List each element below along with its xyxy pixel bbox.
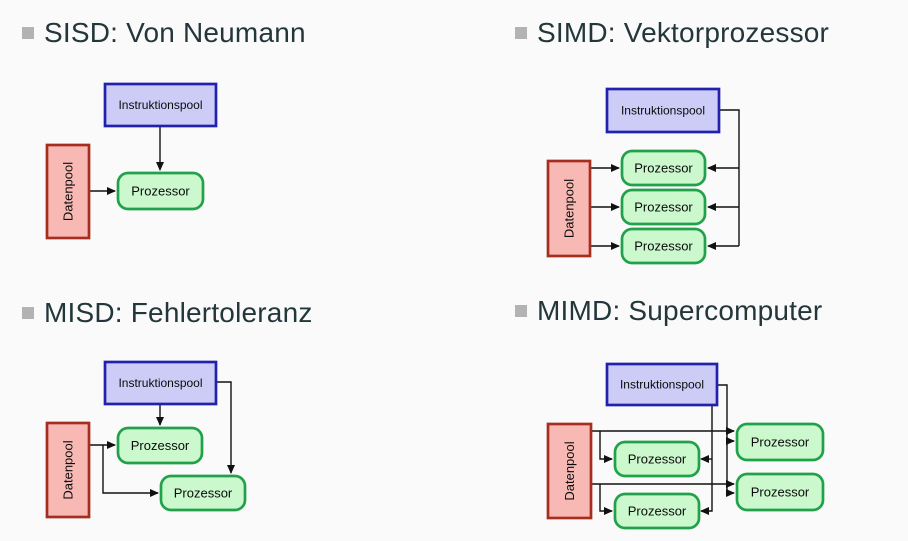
- instruction-pool-label: Instruktionspool: [620, 378, 704, 392]
- processor-box-3: [620, 227, 707, 265]
- data-pool-box: [45, 143, 91, 240]
- arrow-data-to-left-processor-1: [599, 431, 613, 463]
- arrow-instruction-to-right-processor-2: [717, 384, 735, 497]
- diagram-simd: Instruktionspool Datenpool Prozessor Pro…: [546, 87, 740, 265]
- heading-sisd: SISD: Von Neumann: [22, 16, 306, 49]
- processor-label: Prozessor: [751, 435, 810, 450]
- processor-box-2: [159, 474, 247, 512]
- processor-box-1: [116, 426, 204, 465]
- diagram-misd: Instruktionspool Datenpool Prozessor Pro…: [45, 360, 247, 519]
- data-pool-box: [546, 159, 592, 258]
- processor-label: Prozessor: [751, 485, 810, 500]
- data-pool-label: Datenpool: [562, 441, 577, 500]
- bullet-square-icon: [22, 307, 34, 319]
- arrow-data-to-left-processor-2: [599, 484, 613, 515]
- heading-mimd: MIMD: Supercomputer: [515, 294, 822, 327]
- data-pool-label: Datenpool: [61, 162, 76, 221]
- panel-sisd: SISD: Von Neumann Instruktionspool Daten…: [0, 0, 454, 270]
- instruction-pool-box: [605, 362, 719, 407]
- instruction-pool-label: Instruktionspool: [118, 98, 202, 112]
- processor-box-1: [620, 149, 707, 187]
- processor-label: Prozessor: [628, 452, 687, 467]
- processor-box-2: [620, 188, 707, 226]
- heading-misd: MISD: Fehlertoleranz: [22, 296, 313, 329]
- arrow-instruction-to-left-processor-2: [700, 405, 713, 515]
- instruction-pool-label: Instruktionspool: [118, 376, 202, 390]
- processor-box-right-2: [735, 472, 825, 512]
- diagram-mimd: Instruktionspool Datenpool Prozessor Pro…: [546, 362, 825, 530]
- bullet-square-icon: [515, 305, 527, 317]
- data-pool-label: Datenpool: [61, 440, 76, 499]
- processor-box-left-1: [613, 440, 701, 478]
- panel-simd: SIMD: Vektorprozessor Instruktionspool D…: [454, 0, 908, 270]
- instruction-pool-box: [605, 87, 721, 134]
- data-pool-box: [45, 421, 91, 519]
- bullet-square-icon: [515, 27, 527, 39]
- arrow-instruction-to-processor-2: [216, 381, 235, 474]
- processor-label: Prozessor: [131, 184, 190, 199]
- processor-box-left-2: [613, 492, 701, 530]
- panel-title-mimd: MIMD: Supercomputer: [537, 295, 823, 326]
- panel-title-misd: MISD: Fehlertoleranz: [44, 297, 313, 328]
- processor-label: Prozessor: [634, 239, 693, 254]
- processor-label: Prozessor: [634, 200, 693, 215]
- instruction-pool-label: Instruktionspool: [621, 104, 705, 118]
- panel-mimd: MIMD: Supercomputer Instruktionspool Dat…: [454, 270, 908, 541]
- heading-simd: SIMD: Vektorprozessor: [515, 16, 829, 49]
- processor-box-right-1: [735, 422, 825, 462]
- processor-label: Prozessor: [131, 438, 190, 453]
- processor-box: [116, 171, 205, 211]
- instruction-pool-box: [103, 360, 218, 406]
- data-pool-label: Datenpool: [562, 179, 577, 238]
- panel-misd: MISD: Fehlertoleranz Instruktionspool Da…: [0, 270, 454, 541]
- diagram-sisd: Instruktionspool Datenpool Prozessor: [45, 82, 218, 240]
- instruction-bus-line: [719, 109, 740, 246]
- instruction-pool-box: [103, 82, 218, 128]
- processor-label: Prozessor: [628, 504, 687, 519]
- bullet-square-icon: [22, 27, 34, 39]
- arrow-data-to-processor-2: [102, 445, 159, 497]
- panel-title-simd: SIMD: Vektorprozessor: [537, 17, 830, 48]
- processor-label: Prozessor: [174, 486, 233, 501]
- data-pool-box: [546, 422, 593, 520]
- panel-title-sisd: SISD: Von Neumann: [44, 17, 306, 48]
- processor-label: Prozessor: [634, 161, 693, 176]
